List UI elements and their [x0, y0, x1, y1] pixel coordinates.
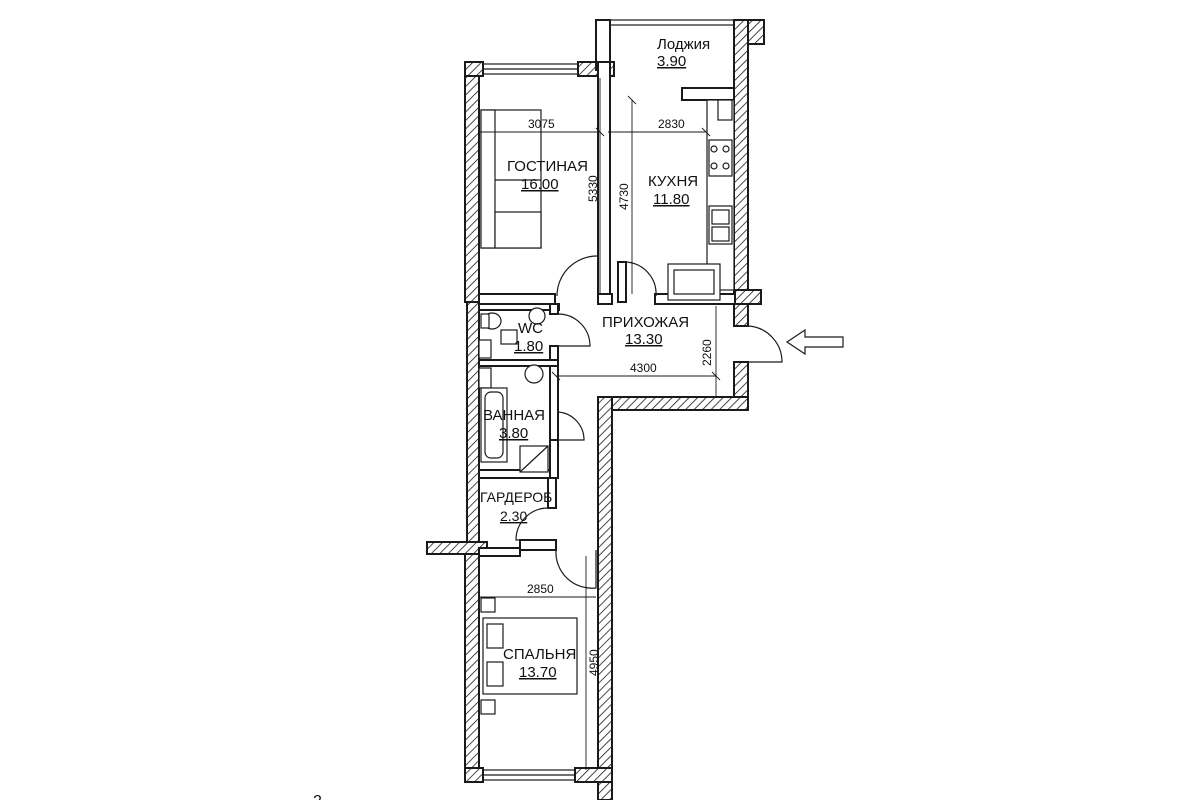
sofa-icon: [480, 109, 542, 249]
dim-hall-width: 4300: [630, 361, 657, 375]
room-name-living: ГОСТИНАЯ: [507, 158, 588, 175]
room-name-bedroom: СПАЛЬНЯ: [503, 646, 576, 663]
room-name-kitchen: КУХНЯ: [648, 173, 698, 190]
room-area-wardrobe: 2.30: [500, 508, 527, 524]
dim-bedroom-width: 2850: [527, 582, 554, 596]
dim-bedroom-height: 4950: [587, 649, 601, 676]
dim-kitchen-width: 2830: [658, 117, 685, 131]
bed-icon: [480, 597, 578, 715]
bathroom-fixtures: [478, 307, 549, 473]
entrance-arrow-icon: [785, 328, 844, 356]
room-name-wc: WC: [518, 320, 543, 337]
room-name-wardrobe: ГАРДЕРОБ: [480, 489, 552, 505]
room-name-bath: ВАННАЯ: [483, 407, 545, 424]
footer-fragment: 2: [313, 793, 322, 800]
stove-icon: [708, 139, 733, 177]
dim-living-height: 5330: [586, 175, 600, 202]
dim-hall-height: 2260: [700, 339, 714, 366]
room-area-kitchen: 11.80: [653, 191, 689, 208]
room-area-loggia: 3.90: [657, 53, 686, 70]
dim-kitchen-height: 4730: [617, 183, 631, 210]
windows: [482, 19, 735, 781]
room-area-wc: 1.80: [514, 338, 543, 355]
fridge-icon: [667, 263, 721, 301]
doors: [515, 255, 783, 589]
room-area-bedroom: 13.70: [519, 664, 557, 681]
room-name-hall: ПРИХОЖАЯ: [602, 314, 689, 331]
sink-icon: [708, 205, 733, 245]
dimension-lines: [480, 78, 721, 770]
room-name-loggia: Лоджия: [657, 36, 710, 53]
room-area-bath: 3.80: [499, 425, 528, 442]
room-area-living: 16.00: [521, 176, 559, 193]
dim-living-width: 3075: [528, 117, 555, 131]
kitchen-fixtures: [667, 99, 735, 301]
room-area-hall: 13.30: [625, 331, 663, 348]
